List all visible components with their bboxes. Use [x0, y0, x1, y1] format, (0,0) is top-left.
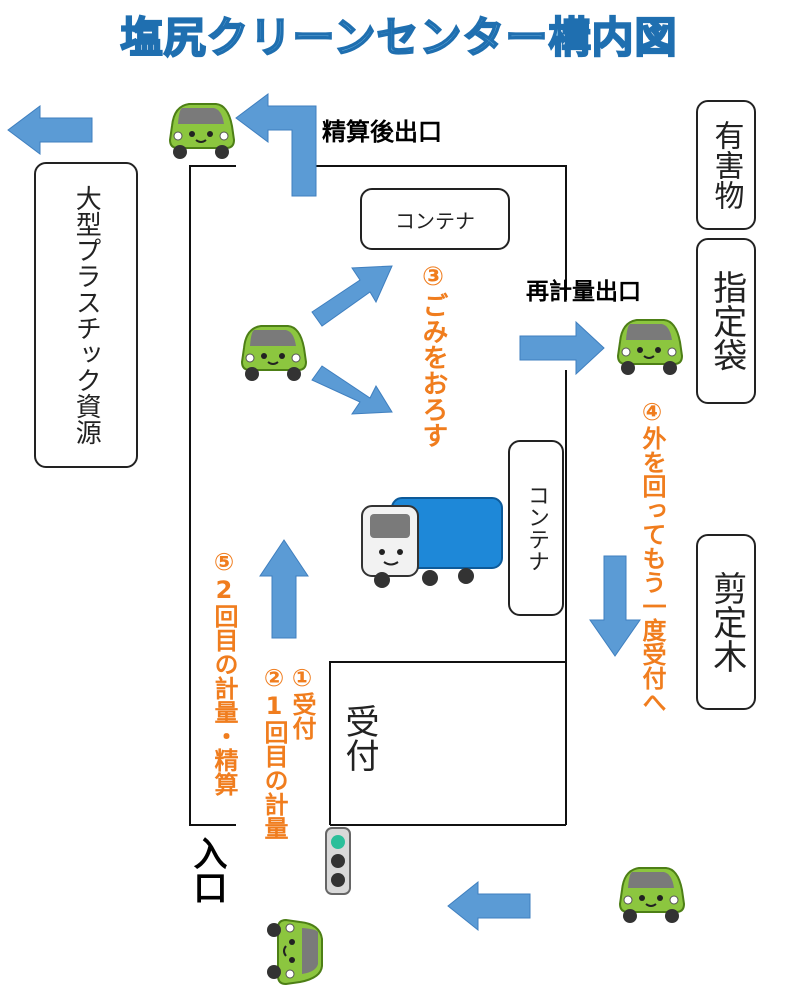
step-4-text: ④外を回ってもう一度受付へ	[638, 398, 666, 714]
exit-arrow-icon	[235, 93, 317, 197]
car-icon	[266, 919, 323, 985]
step-1-text: ①受付	[288, 664, 316, 740]
step-3-text: ③ごみをおろす	[418, 262, 448, 448]
reception-label: 受付	[339, 704, 379, 772]
garbage-truck-icon	[361, 497, 503, 588]
site-boundary	[189, 165, 567, 826]
traffic-light-icon	[325, 827, 351, 895]
arrow-diagonal-up-icon	[311, 265, 393, 327]
exit-after-payment-label: 精算後出口	[322, 118, 442, 146]
entrance-label: 入口	[187, 836, 227, 904]
pruned-wood-box: 剪定木	[696, 534, 756, 710]
container-mid-label: コンテナ	[524, 484, 549, 572]
arrow-down-icon	[589, 555, 641, 657]
container-mid: コンテナ	[508, 440, 564, 616]
arrow-diagonal-down-icon	[311, 365, 393, 415]
designated-bag-label: 指定袋	[706, 270, 747, 372]
car-icon	[169, 103, 235, 160]
map-title: 塩尻クリーンセンター構内図	[120, 12, 678, 63]
arrow-left-bottom-icon	[447, 880, 531, 932]
car-icon	[617, 319, 683, 376]
pruned-wood-label: 剪定木	[706, 571, 747, 673]
car-icon	[241, 325, 307, 382]
hazardous-label: 有害物	[708, 120, 744, 210]
car-icon	[619, 867, 685, 924]
large-plastic-label: 大型プラスチック資源	[71, 185, 102, 445]
step-5-text: ⑤2回目の計量・精算	[210, 548, 238, 796]
reweigh-exit-label: 再計量出口	[526, 279, 641, 305]
arrow-left-icon	[7, 105, 93, 155]
step-2-text: ②1回目の計量	[260, 664, 288, 840]
arrow-up-icon	[259, 539, 309, 639]
large-plastic-box: 大型プラスチック資源	[34, 162, 138, 468]
container-top: コンテナ	[360, 188, 510, 250]
designated-bag-box: 指定袋	[696, 238, 756, 404]
hazardous-box: 有害物	[696, 100, 756, 230]
container-top-label: コンテナ	[395, 208, 475, 233]
arrow-right-icon	[519, 320, 605, 376]
